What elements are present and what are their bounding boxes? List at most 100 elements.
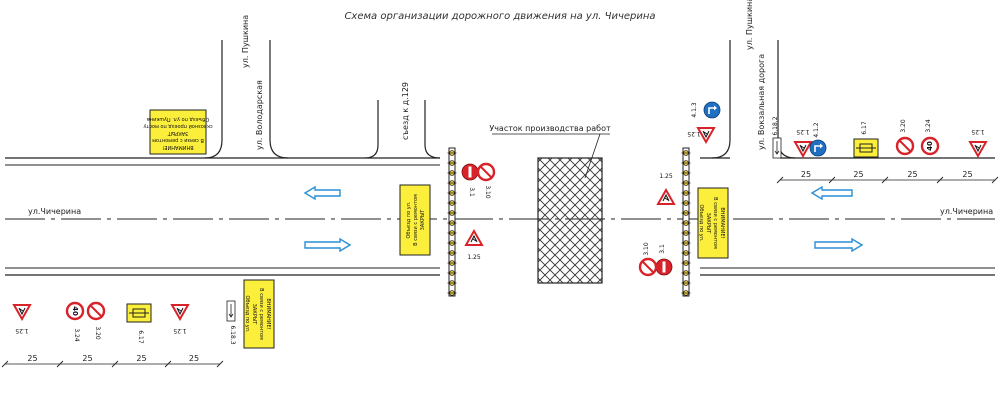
info-plate-top-left: ВНИМАНИЕ! В связи с ремонтом ЗАКРЫТ скво… <box>143 109 213 155</box>
barrier-lamp-icon <box>681 260 691 266</box>
sign-code-label: 1.25 <box>971 128 985 135</box>
street-label-side-exit: съезд к д.129 <box>401 82 410 140</box>
barrier-lamp-icon <box>681 230 691 236</box>
plate-line: В связи с ремонтом <box>712 197 718 249</box>
dimension-value: 25 <box>962 170 972 179</box>
speed-limit-value: 40 <box>926 141 934 151</box>
sign-code-label: 3.1 <box>468 187 475 197</box>
arrow-left-icon <box>303 185 341 201</box>
right-turn-sign-icon: 4.1.2 <box>809 122 827 157</box>
no-entry-sign-icon: 3.1 <box>655 244 673 276</box>
sign-code-label: 3.24 <box>73 328 80 342</box>
sign-code-label: 3.10 <box>484 185 491 199</box>
sign-code-label: 3.20 <box>900 119 907 133</box>
prohibition-sign-icon: 3.20 <box>895 119 915 156</box>
barrier-lamp-icon <box>681 180 691 186</box>
scheme-sign-icon: 6.17 <box>853 121 879 158</box>
dimension-value: 25 <box>82 354 92 363</box>
dimension-tick <box>111 360 119 368</box>
sign-code-label: 6.18.3 <box>229 325 236 344</box>
dimension-tick <box>828 176 836 184</box>
traffic-arrows <box>303 185 864 253</box>
barrier-lamp-icon <box>681 250 691 256</box>
barrier-lamp-icon <box>681 220 691 226</box>
plate-line: ВНИМАНИЕ! <box>162 144 193 150</box>
arrow-right-icon <box>814 237 864 253</box>
plate-line: ВНИМАНИЕ! <box>265 298 271 329</box>
sign-code-label: 1.25 <box>15 327 29 334</box>
plate-line: ЗАКРЫТ <box>251 304 257 326</box>
roadworks-sign-icon: 1.25 <box>464 228 484 261</box>
speed-limit-value: 40 <box>71 306 79 316</box>
barrier-lamp-icon <box>681 200 691 206</box>
sign-code-label: 3.1 <box>659 244 666 254</box>
roadworks-sign-icon: 1.25 <box>793 128 813 159</box>
arrow-right-icon <box>304 237 352 253</box>
info-plate-bottom: ВНИМАНИЕ! В связи с ремонтом ЗАКРЫТ Объе… <box>243 279 275 349</box>
work-zone: Участок производства работ <box>489 124 611 284</box>
barrier-lamp-icon <box>447 280 457 286</box>
barrier-lamp-icon <box>447 270 457 276</box>
plate-line: Объезд по ул. Пушкина <box>147 116 209 122</box>
dimension-tick <box>56 360 64 368</box>
sign-code-label: 1.25 <box>659 173 673 180</box>
street-label-chicherina-left: ул.Чичерина <box>28 207 81 216</box>
dimension-tick <box>776 176 784 184</box>
barrier-lamp-icon <box>447 160 457 166</box>
detour-plate-icon: 6.18.2 <box>772 116 782 159</box>
main-road <box>5 157 995 276</box>
dimension-tick <box>164 360 172 368</box>
barrier-lamps <box>447 150 691 296</box>
sign-code-label: 1.25 <box>467 254 481 261</box>
street-label-pushkina: ул. Пушкина <box>241 15 250 68</box>
barrier-lamp-icon <box>681 270 691 276</box>
barrier-lamp-icon <box>447 230 457 236</box>
dimension-value: 25 <box>136 354 146 363</box>
sign-code-label: 3.20 <box>94 326 101 340</box>
street-label-pushkina-right: ул. Пушкина <box>745 0 754 50</box>
barrier-lamp-icon <box>681 170 691 176</box>
dimension-value: 25 <box>907 170 917 179</box>
street-label-volodarskaya: ул. Володарская <box>255 80 264 150</box>
info-plate-center-lower: ВНИМАНИЕ! В связи с ремонтом ЗАКРЫТ Объе… <box>697 187 729 259</box>
prohibition-sign-icon: 3.20 <box>86 301 106 340</box>
prohibition-sign-icon: 3.10 <box>638 242 658 277</box>
sign-code-label: 6.17 <box>137 330 144 344</box>
barrier-lamp-icon <box>681 240 691 246</box>
plate-line: ЗАКРЫТ <box>167 130 189 136</box>
dimension-tick <box>216 360 224 368</box>
plate-line: ЗАКРЫТ <box>420 209 426 231</box>
dimension-value: 25 <box>189 354 199 363</box>
info-plate-center-upper: Объезд по ул. В связи с ремонтом ЗАКРЫТ <box>399 184 431 256</box>
barrier-lamp-icon <box>447 220 457 226</box>
roadworks-sign-icon: 1.25 <box>170 304 190 334</box>
plate-line: Объезд по ул. <box>406 201 412 238</box>
plate-line: ЗАКРЫТ <box>705 213 711 235</box>
sign-code-label: 1.25 <box>687 130 701 137</box>
plate-line: ВНИМАНИЕ! <box>719 207 725 238</box>
arrow-left-icon <box>810 185 853 201</box>
barrier-lamp-icon <box>681 210 691 216</box>
street-label-vokzalnaya: ул. Вокзальная дорога <box>757 54 766 150</box>
plate-line: Объезд по ул. <box>244 296 250 333</box>
sign-code-label: 3.24 <box>925 119 932 133</box>
work-zone-label: Участок производства работ <box>489 124 611 133</box>
prohibition-sign-icon: 3.10 <box>476 162 496 199</box>
roadworks-sign-icon: 1.25 <box>656 173 676 205</box>
sign-code-label: 6.18.2 <box>772 116 779 135</box>
roadworks-sign-icon: 1.25 <box>687 127 716 145</box>
speed-limit-sign-icon: 40 <box>65 301 85 321</box>
street-label-chicherina-right: ул.Чичерина <box>940 207 993 216</box>
diagram-title: Схема организации дорожного движения на … <box>344 11 655 22</box>
plate-line: сквозной проезд по мосту <box>143 123 212 130</box>
barrier-lamp-icon <box>681 290 691 296</box>
dimension-tick <box>1 360 9 368</box>
barrier-lamp-icon <box>681 160 691 166</box>
plate-line: В связи с ремонтом <box>152 137 204 143</box>
dimension-lines <box>5 179 995 365</box>
dimension-value: 25 <box>853 170 863 179</box>
